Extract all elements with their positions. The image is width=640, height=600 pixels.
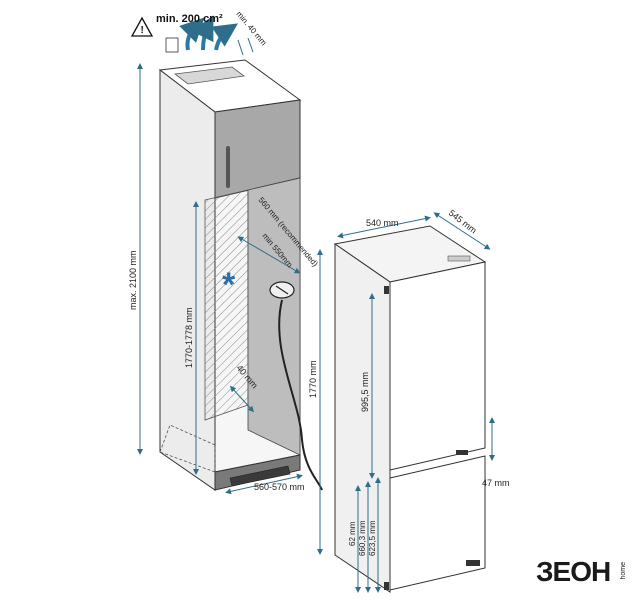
socket-icon — [165, 37, 179, 53]
logo-text: ЗЕОН — [536, 556, 611, 587]
logo-subtext: home — [620, 562, 627, 580]
height-1770-label: 1770 mm — [308, 360, 318, 398]
min-40-top-label: min. 40 mm — [234, 10, 268, 48]
niche-height-label: 1770-1778 mm — [184, 307, 194, 368]
dim-gap-line — [237, 236, 301, 274]
brand-logo: ЗЕОН home — [536, 556, 640, 592]
dim-depth-545-line — [433, 212, 491, 250]
dim-min-40-top — [237, 37, 254, 56]
door-handle — [226, 146, 230, 188]
dim-62-label: 62 mm — [348, 521, 357, 546]
dim-side-40-line — [229, 385, 255, 413]
dim-47-label: 47 mm — [482, 478, 510, 488]
airflow-arrows-icon — [179, 15, 238, 51]
height-995-label: 995,5 mm — [360, 372, 370, 412]
warning-icon: ! — [130, 16, 154, 37]
width-540-label: 540 mm — [366, 218, 399, 228]
dim-width-540-line — [337, 215, 431, 239]
svg-text:!: ! — [141, 25, 144, 36]
max-height-label: max. 2100 mm — [128, 250, 138, 310]
niche-width-label: 560-570 mm — [254, 482, 305, 492]
min-area-label: min. 200 cm² — [156, 13, 223, 25]
dim-660-label: 660,3 mm — [358, 520, 367, 556]
kitchen-cabinet — [158, 59, 302, 491]
dim-niche-width-line — [225, 473, 303, 495]
dim-623-label: 623,5 mm — [368, 520, 377, 556]
power-cord — [269, 281, 323, 491]
asterisk-mark: * — [222, 266, 236, 304]
